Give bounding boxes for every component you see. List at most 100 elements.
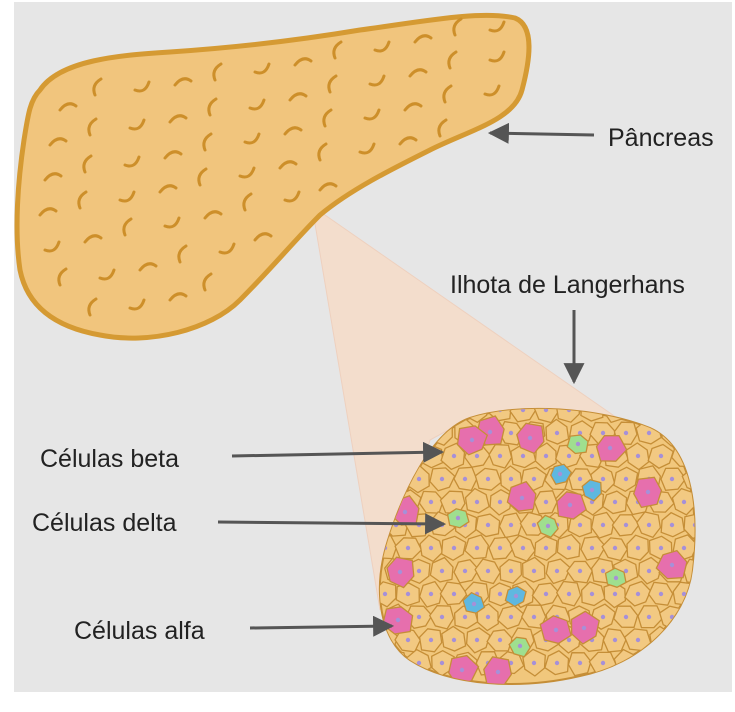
cell-nucleus	[498, 638, 502, 642]
cell-nucleus	[624, 523, 628, 527]
cell-nucleus	[544, 500, 548, 504]
cell-nucleus	[601, 661, 605, 665]
cell-nucleus	[498, 500, 502, 504]
cell-nucleus	[440, 569, 444, 573]
cell-nucleus	[601, 431, 605, 435]
cell-nucleus	[528, 436, 532, 440]
cell-nucleus	[452, 546, 456, 550]
pancreas-label: Pâncreas	[608, 124, 714, 152]
cell-nucleus	[509, 431, 513, 435]
cell-nucleus	[398, 570, 402, 574]
cell-nucleus	[636, 546, 640, 550]
cell-nucleus	[555, 661, 559, 665]
cell-nucleus	[578, 569, 582, 573]
cell-nucleus	[670, 563, 674, 567]
cell-nucleus	[396, 618, 400, 622]
cell-nucleus	[576, 442, 580, 446]
cell-nucleus	[647, 523, 651, 527]
cell-nucleus	[544, 592, 548, 596]
cell-nucleus	[417, 477, 421, 481]
cell-nucleus	[521, 546, 525, 550]
cell-nucleus	[456, 516, 460, 520]
alpha-cells-label: Células alfa	[74, 617, 205, 645]
cell-nucleus	[440, 661, 444, 665]
cell-nucleus	[613, 638, 617, 642]
cell-nucleus	[521, 454, 525, 458]
cell-nucleus	[532, 477, 536, 481]
cell-nucleus	[590, 454, 594, 458]
cell-nucleus	[440, 477, 444, 481]
cell-nucleus	[488, 430, 492, 434]
cell-nucleus	[624, 431, 628, 435]
cell-nucleus	[429, 500, 433, 504]
cell-nucleus	[509, 477, 513, 481]
cell-nucleus	[624, 477, 628, 481]
cell-nucleus	[452, 638, 456, 642]
cell-nucleus	[520, 496, 524, 500]
cell-nucleus	[554, 628, 558, 632]
cell-nucleus	[578, 661, 582, 665]
cell-nucleus	[403, 510, 407, 514]
cell-nucleus	[532, 615, 536, 619]
cell-nucleus	[440, 615, 444, 619]
cell-nucleus	[601, 615, 605, 619]
cell-nucleus	[532, 661, 536, 665]
cell-nucleus	[470, 438, 474, 442]
cell-nucleus	[567, 592, 571, 596]
cell-nucleus	[567, 454, 571, 458]
cell-nucleus	[608, 446, 612, 450]
cell-nucleus	[475, 546, 479, 550]
cell-nucleus	[636, 638, 640, 642]
delta-cells-label: Células delta	[32, 509, 177, 537]
cell-nucleus	[636, 592, 640, 596]
cell-nucleus	[544, 546, 548, 550]
cell-nucleus	[614, 576, 618, 580]
cell-nucleus	[582, 626, 586, 630]
cell-nucleus	[532, 569, 536, 573]
cell-nucleus	[646, 490, 650, 494]
delta-cells-arrow	[218, 522, 444, 524]
cell-nucleus	[590, 546, 594, 550]
cell-nucleus	[463, 615, 467, 619]
cell-nucleus	[496, 670, 500, 674]
cell-nucleus	[406, 638, 410, 642]
cell-nucleus	[601, 569, 605, 573]
cell-nucleus	[429, 546, 433, 550]
cell-nucleus	[659, 500, 663, 504]
cell-nucleus	[647, 431, 651, 435]
cell-nucleus	[429, 638, 433, 642]
cell-nucleus	[659, 454, 663, 458]
cell-nucleus	[544, 454, 548, 458]
cell-nucleus	[647, 569, 651, 573]
cell-nucleus	[682, 500, 686, 504]
cell-nucleus	[659, 546, 663, 550]
cell-nucleus	[636, 454, 640, 458]
cell-nucleus	[486, 523, 490, 527]
cell-nucleus	[518, 644, 522, 648]
cell-nucleus	[567, 546, 571, 550]
cell-nucleus	[670, 477, 674, 481]
cell-nucleus	[601, 523, 605, 527]
cell-nucleus	[475, 638, 479, 642]
cell-nucleus	[670, 523, 674, 527]
cell-nucleus	[613, 592, 617, 596]
cell-nucleus	[590, 488, 594, 492]
cell-nucleus	[659, 592, 663, 596]
cell-nucleus	[463, 569, 467, 573]
alpha-cells-arrow	[250, 626, 392, 628]
cell-nucleus	[486, 569, 490, 573]
cell-nucleus	[567, 638, 571, 642]
cell-nucleus	[498, 454, 502, 458]
cell-nucleus	[590, 592, 594, 596]
cell-nucleus	[429, 454, 433, 458]
cell-nucleus	[498, 546, 502, 550]
cell-nucleus	[498, 592, 502, 596]
cell-nucleus	[546, 524, 550, 528]
cell-nucleus	[452, 500, 456, 504]
cell-nucleus	[555, 569, 559, 573]
cell-nucleus	[601, 477, 605, 481]
cell-nucleus	[624, 615, 628, 619]
cell-nucleus	[514, 594, 518, 598]
